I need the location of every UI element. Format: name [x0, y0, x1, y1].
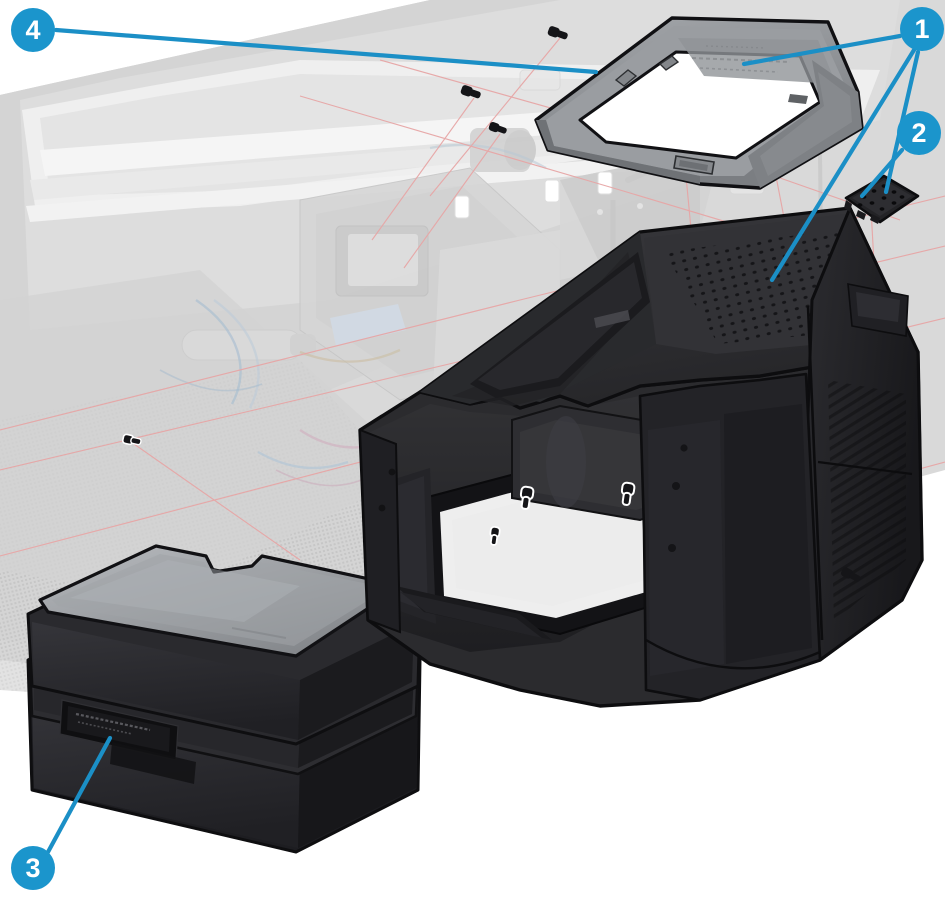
top-cover-emboss [691, 45, 791, 73]
part-top-cover[interactable] [534, 16, 864, 190]
screw [121, 433, 142, 446]
leader-2 [859, 147, 905, 199]
callout-3[interactable]: 3 [11, 846, 55, 890]
screw [488, 121, 507, 134]
callout-2-label: 2 [911, 117, 927, 148]
leader-1b [769, 47, 917, 283]
cartridge-label-microtext [75, 712, 151, 735]
screw [489, 525, 501, 546]
callout-4[interactable]: 4 [11, 8, 55, 52]
part-maintenance-cartridge[interactable] [26, 544, 422, 854]
callout-2[interactable]: 2 [897, 111, 941, 155]
screw [519, 485, 535, 510]
callout-1[interactable]: 1 [900, 7, 944, 51]
screw [620, 481, 636, 506]
callout-3-label: 3 [25, 852, 41, 883]
callout-1-label: 1 [914, 13, 930, 44]
screw [460, 85, 481, 99]
part-right-cover-housing[interactable] [358, 206, 924, 708]
callout-4-label: 4 [25, 14, 41, 45]
part-vent-grille-insert[interactable] [844, 174, 920, 224]
leader-3 [45, 735, 113, 855]
screw [840, 567, 861, 582]
fastener-screws [121, 26, 861, 582]
leader-1a [741, 33, 903, 67]
leader-4 [53, 27, 599, 75]
screw [547, 26, 568, 40]
